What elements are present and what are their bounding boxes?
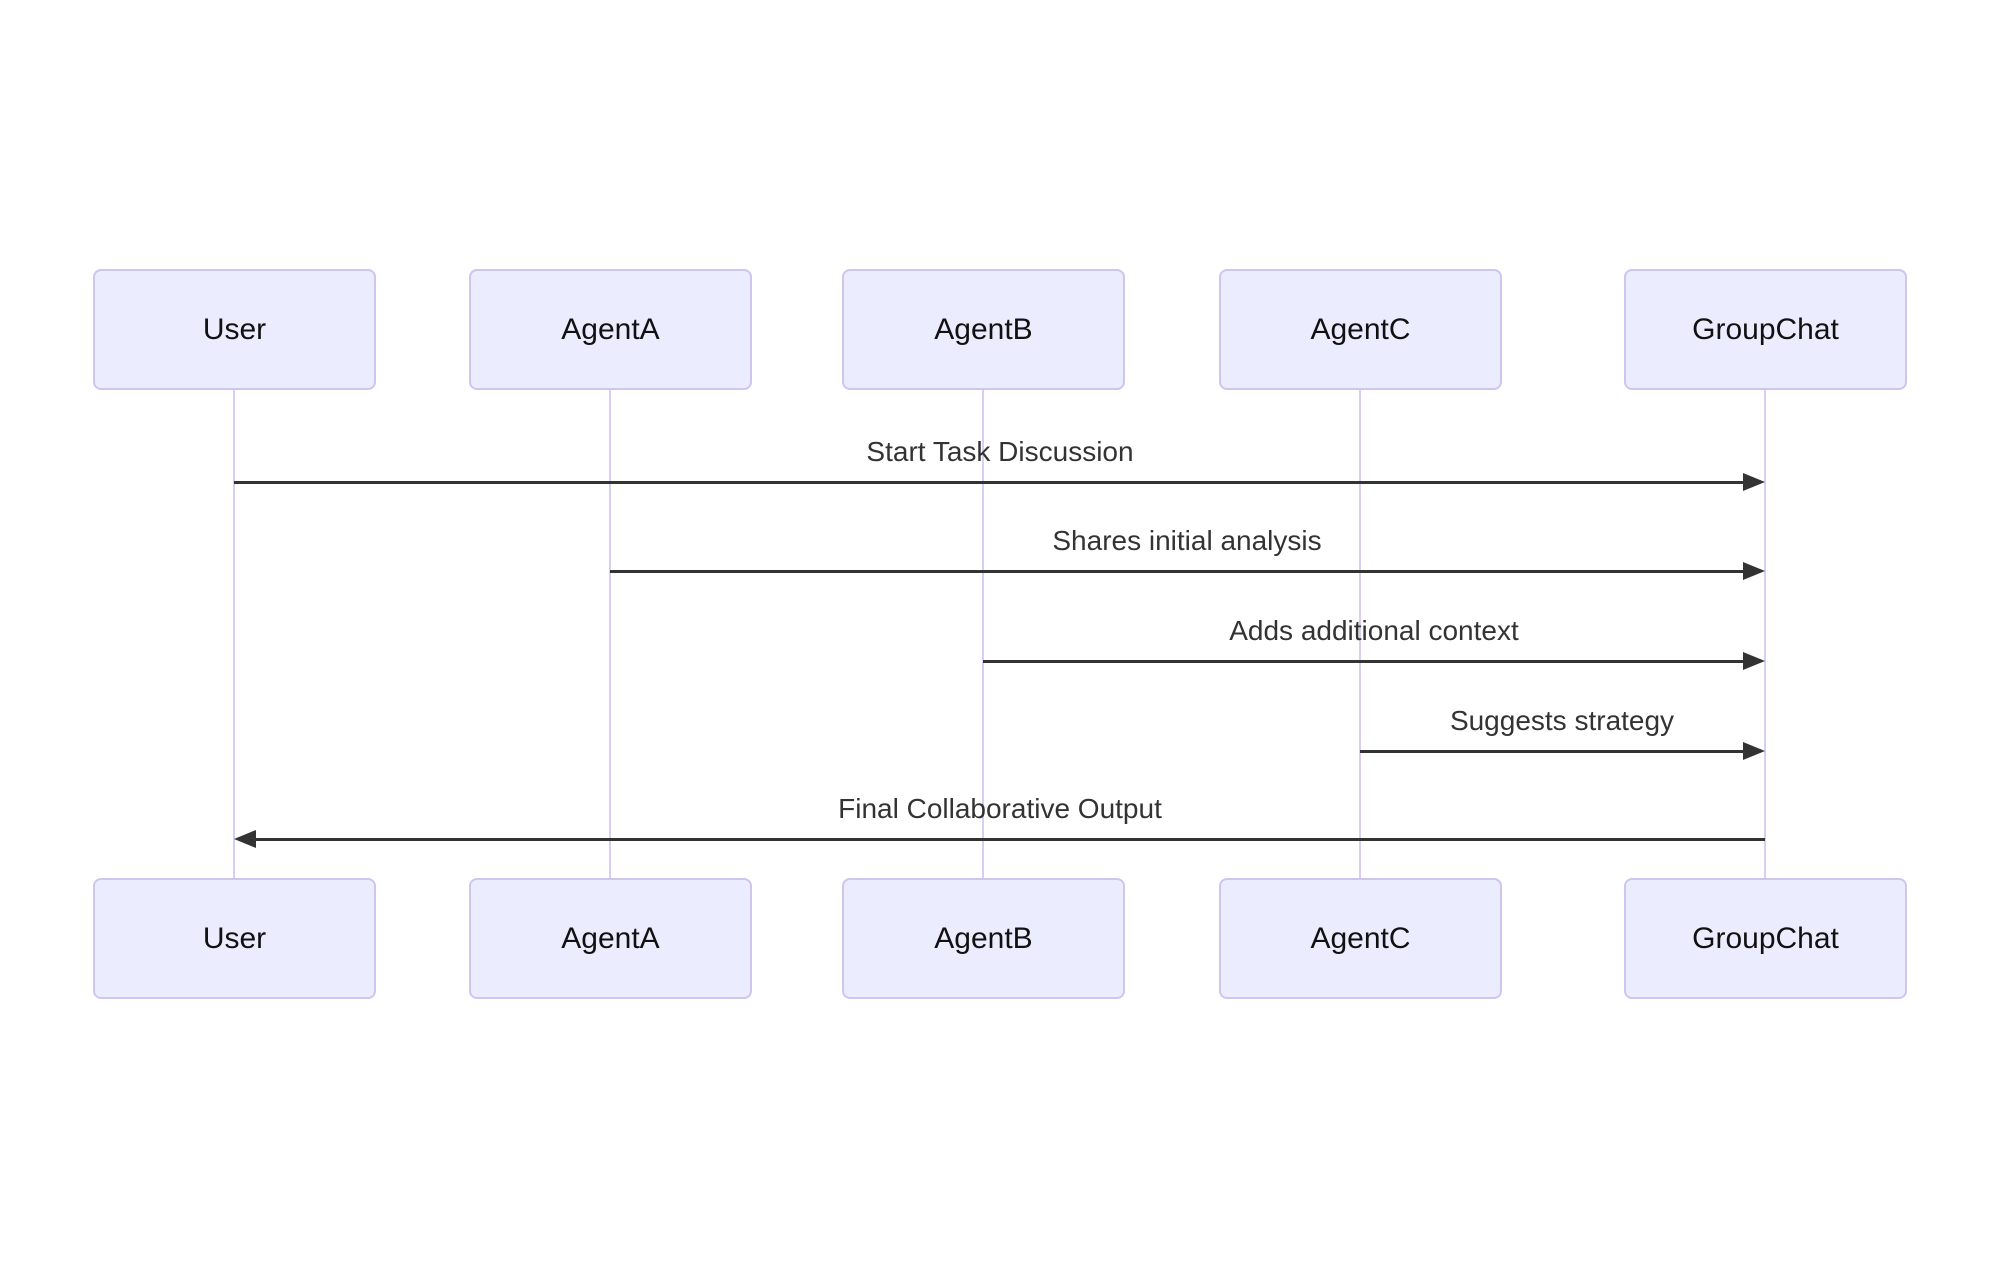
actor-label: AgentB [934, 312, 1033, 346]
actor-label: AgentC [1310, 921, 1411, 955]
lifeline-agent-b [982, 390, 984, 878]
message-line [1360, 750, 1743, 753]
actor-box-agent-c-bottom: AgentC [1219, 878, 1502, 999]
actor-label: AgentC [1310, 312, 1411, 346]
actor-box-agent-b-top: AgentB [842, 269, 1125, 390]
actor-box-user-top: User [93, 269, 376, 390]
message-line [256, 838, 1765, 841]
arrowhead-right-icon [1743, 562, 1765, 580]
message-line [234, 481, 1743, 484]
actor-box-agent-a-bottom: AgentA [469, 878, 752, 999]
actor-label: GroupChat [1692, 921, 1839, 955]
message-line [610, 570, 1743, 573]
lifeline-agent-a [609, 390, 611, 878]
arrowhead-right-icon [1743, 742, 1765, 760]
message-label-shares-initial-analysis: Shares initial analysis [1052, 525, 1322, 556]
arrowhead-right-icon [1743, 473, 1765, 491]
message-line [983, 660, 1743, 663]
actor-label: GroupChat [1692, 312, 1839, 346]
lifeline-agent-c [1359, 390, 1361, 878]
actor-label: AgentB [934, 921, 1033, 955]
message-label-suggests-strategy: Suggests strategy [1449, 705, 1675, 736]
arrowhead-left-icon [234, 830, 256, 848]
actor-label: User [202, 312, 267, 346]
actor-box-groupchat-top: GroupChat [1624, 269, 1907, 390]
actor-box-agent-a-top: AgentA [469, 269, 752, 390]
message-label-adds-additional-context: Adds additional context [1229, 615, 1519, 646]
actor-box-groupchat-bottom: GroupChat [1624, 878, 1907, 999]
arrowhead-right-icon [1743, 652, 1765, 670]
actor-label: AgentA [561, 312, 660, 346]
actor-box-user-bottom: User [93, 878, 376, 999]
lifeline-user [233, 390, 235, 878]
message-label-final-collaborative-output: Final Collaborative Output [838, 793, 1162, 824]
actor-label: AgentA [561, 921, 660, 955]
actor-label: User [202, 921, 267, 955]
actor-box-agent-b-bottom: AgentB [842, 878, 1125, 999]
message-label-start-task-discussion: Start Task Discussion [866, 436, 1134, 467]
lifeline-groupchat [1764, 390, 1766, 878]
actor-box-agent-c-top: AgentC [1219, 269, 1502, 390]
